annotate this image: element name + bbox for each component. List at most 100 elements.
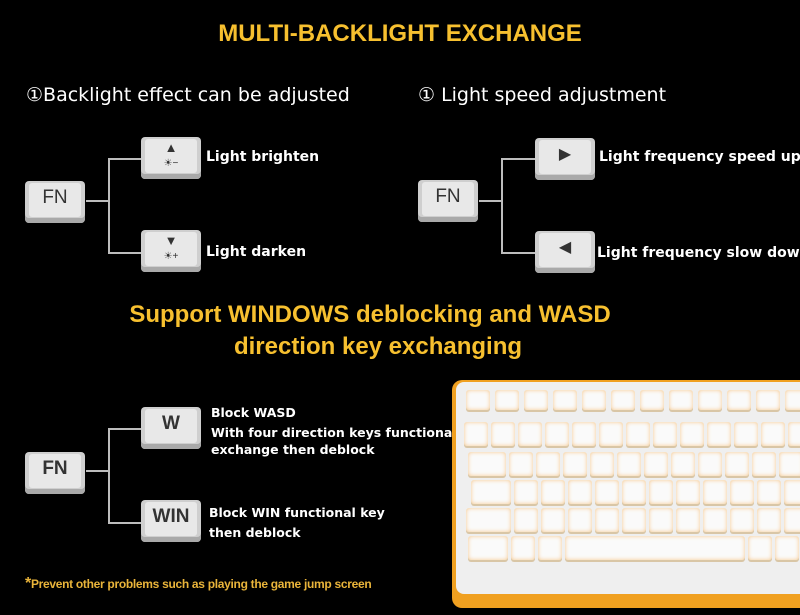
keyboard-key [524, 390, 548, 410]
keyboard-key [491, 422, 515, 446]
keyboard-key [640, 390, 664, 410]
keyboard-key [538, 536, 562, 560]
keyboard-key [599, 422, 623, 446]
connector [108, 158, 110, 253]
keyboard-key [509, 452, 533, 476]
keyboard-key [514, 480, 538, 504]
keyboard-key [464, 422, 488, 446]
keyboard-key [698, 390, 722, 410]
block-win-desc: then deblock [209, 525, 301, 540]
keyboard-key [730, 508, 754, 532]
footnote-text: Prevent other problems such as playing t… [30, 577, 372, 591]
keyboard-key [553, 390, 577, 410]
keyboard-key [734, 422, 758, 446]
speed-up-key: ▶ [535, 138, 595, 180]
keyboard-key [644, 452, 668, 476]
keyboard-key [680, 422, 704, 446]
asterisk-icon: * [25, 575, 31, 592]
win-key: WIN [141, 500, 201, 542]
keyboard-key [595, 480, 619, 504]
connector [108, 522, 141, 524]
win-key-label: WIN [145, 502, 197, 536]
keyboard-key [676, 508, 700, 532]
connector [108, 158, 141, 160]
keyboard-key [568, 508, 592, 532]
keyboard-key [541, 508, 565, 532]
triangle-up-icon: ▲ [164, 140, 178, 155]
keyboard-key [703, 508, 727, 532]
keyboard-key [669, 390, 693, 410]
keyboard-key [725, 452, 749, 476]
sun-minus-icon: ☀− [163, 158, 179, 169]
keyboard-key [466, 508, 511, 532]
speed-up-label: Light frequency speed up [599, 149, 800, 165]
keyboard-key [545, 422, 569, 446]
keyboard-key [617, 452, 641, 476]
keyboard-key [514, 508, 538, 532]
triangle-down-icon: ▼ [164, 233, 178, 248]
connector [108, 428, 110, 523]
keyboard-key [595, 508, 619, 532]
keyboard-key [653, 422, 677, 446]
keyboard-key [757, 480, 781, 504]
keyboard-key [582, 390, 606, 410]
keyboard-key [756, 390, 780, 410]
keyboard-key [779, 452, 800, 476]
connector [479, 200, 502, 202]
fn-key: FN [418, 180, 478, 222]
connector [501, 158, 535, 160]
slow-down-label: Light frequency slow down [597, 245, 800, 261]
wasd-desc-line2: exchange then deblock [211, 442, 375, 457]
keyboard-key [565, 536, 745, 560]
keyboard-key [471, 480, 511, 504]
keyboard-key [611, 390, 635, 410]
keyboard-key [775, 536, 799, 560]
speed-heading: ① Light speed adjustment [418, 84, 667, 106]
keyboard-key [727, 390, 751, 410]
fn-key: FN [25, 452, 85, 494]
light-darken-label: Light darken [206, 244, 307, 260]
block-win-label: Block WIN functional key [209, 505, 385, 520]
slow-down-key: ◀ [535, 231, 595, 273]
keyboard-key [752, 452, 776, 476]
keyboard-key [671, 452, 695, 476]
keyboard-key [468, 452, 506, 476]
keyboard-key [784, 508, 800, 532]
footnote: *Prevent other problems such as playing … [25, 575, 372, 593]
triangle-left-icon: ◀ [539, 233, 591, 267]
keyboard-key [568, 480, 592, 504]
keyboard-key [785, 390, 800, 410]
fn-key-label: FN [29, 454, 81, 488]
fn-key-label: FN [29, 183, 81, 217]
connector [501, 158, 503, 253]
brightness-down-key: ▼☀+ [141, 230, 201, 272]
keyboard-key [563, 452, 587, 476]
w-key: W [141, 407, 201, 449]
keyboard-key [572, 422, 596, 446]
light-brighten-label: Light brighten [206, 149, 320, 165]
keyboard-key [757, 508, 781, 532]
keyboard-key [626, 422, 650, 446]
fn-key: FN [25, 181, 85, 223]
connector [108, 428, 141, 430]
w-key-label: W [145, 409, 197, 443]
keyboard-key [788, 422, 800, 446]
keyboard-key [541, 480, 565, 504]
keyboard-key [784, 480, 800, 504]
keyboard-key [622, 508, 646, 532]
keyboard-key [703, 480, 727, 504]
keyboard-key [466, 390, 490, 410]
connector [86, 200, 109, 202]
keyboard-key [649, 480, 673, 504]
connector [501, 252, 535, 254]
keyboard-key [730, 480, 754, 504]
fn-key-label: FN [422, 182, 474, 216]
connector [108, 252, 141, 254]
keyboard-key [649, 508, 673, 532]
keyboard-key [707, 422, 731, 446]
page-title: MULTI-BACKLIGHT EXCHANGE [218, 20, 582, 47]
keyboard-key [518, 422, 542, 446]
keyboard-key [495, 390, 519, 410]
connector [86, 470, 109, 472]
block-wasd-label: Block WASD [211, 405, 296, 420]
